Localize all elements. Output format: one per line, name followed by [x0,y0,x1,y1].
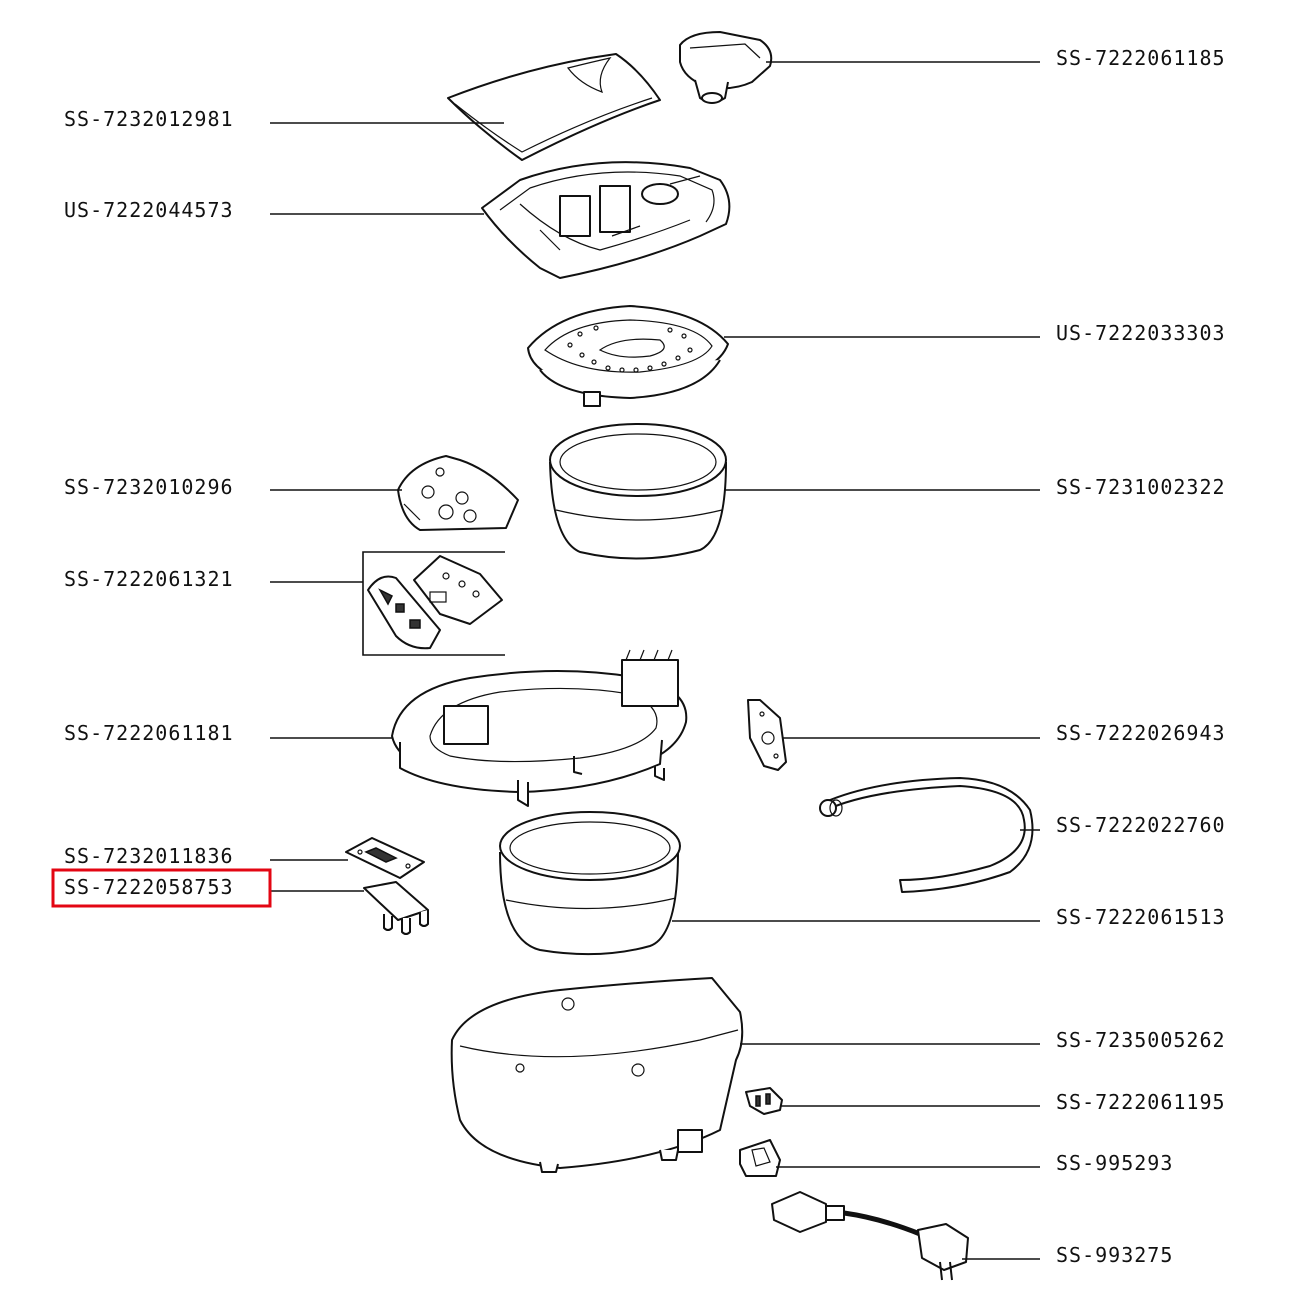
leader-lines [270,61,1040,1260]
small-plate-icon [345,837,425,879]
power-socket-icon [745,1087,783,1115]
label-US-7222044573: US-7222044573 [64,198,234,222]
base-housing-icon [450,977,744,1173]
socket-cover-icon [739,1139,781,1177]
label-US-7222033303: US-7222033303 [1056,321,1226,345]
label-SS-7222061181: SS-7222061181 [64,721,234,745]
label-SS-7222061513: SS-7222061513 [1056,905,1226,929]
label-SS-7222061195: SS-7222061195 [1056,1090,1226,1114]
label-SS-7222061185: SS-7222061185 [1056,46,1226,70]
bracket-plate-icon [747,699,787,771]
sensor-board-icon [363,881,429,935]
part-labels: SS-7222061185 SS-7232012981 US-722204457… [64,46,1226,1267]
label-SS-7231002322: SS-7231002322 [1056,475,1226,499]
control-panel-icon [397,455,519,531]
label-SS-7232010296: SS-7232010296 [64,475,234,499]
label-SS-7222026943: SS-7222026943 [1056,721,1226,745]
gasket-seal-icon [819,777,1034,893]
inner-bowl-icon [549,423,727,560]
lid-frame-icon [481,161,731,279]
inner-lid-icon [527,305,729,407]
highlight-box [51,868,272,908]
steam-valve-cap-icon [679,31,773,104]
label-SS-7232011836: SS-7232011836 [64,844,234,868]
circuit-board-icon [362,551,505,656]
label-SS-7222022760: SS-7222022760 [1056,813,1226,837]
lid-cover-icon [447,53,661,161]
top-housing-ring-icon [391,649,688,807]
power-cord-icon [771,1191,969,1281]
label-SS-995293: SS-995293 [1056,1151,1173,1175]
label-SS-993275: SS-993275 [1056,1243,1173,1267]
label-SS-7222061321: SS-7222061321 [64,567,234,591]
label-SS-7232012981: SS-7232012981 [64,107,234,131]
label-SS-7235005262: SS-7235005262 [1056,1028,1226,1052]
heating-bowl-icon [499,811,681,956]
label-SS-7222058753: SS-7222058753 [64,875,234,899]
